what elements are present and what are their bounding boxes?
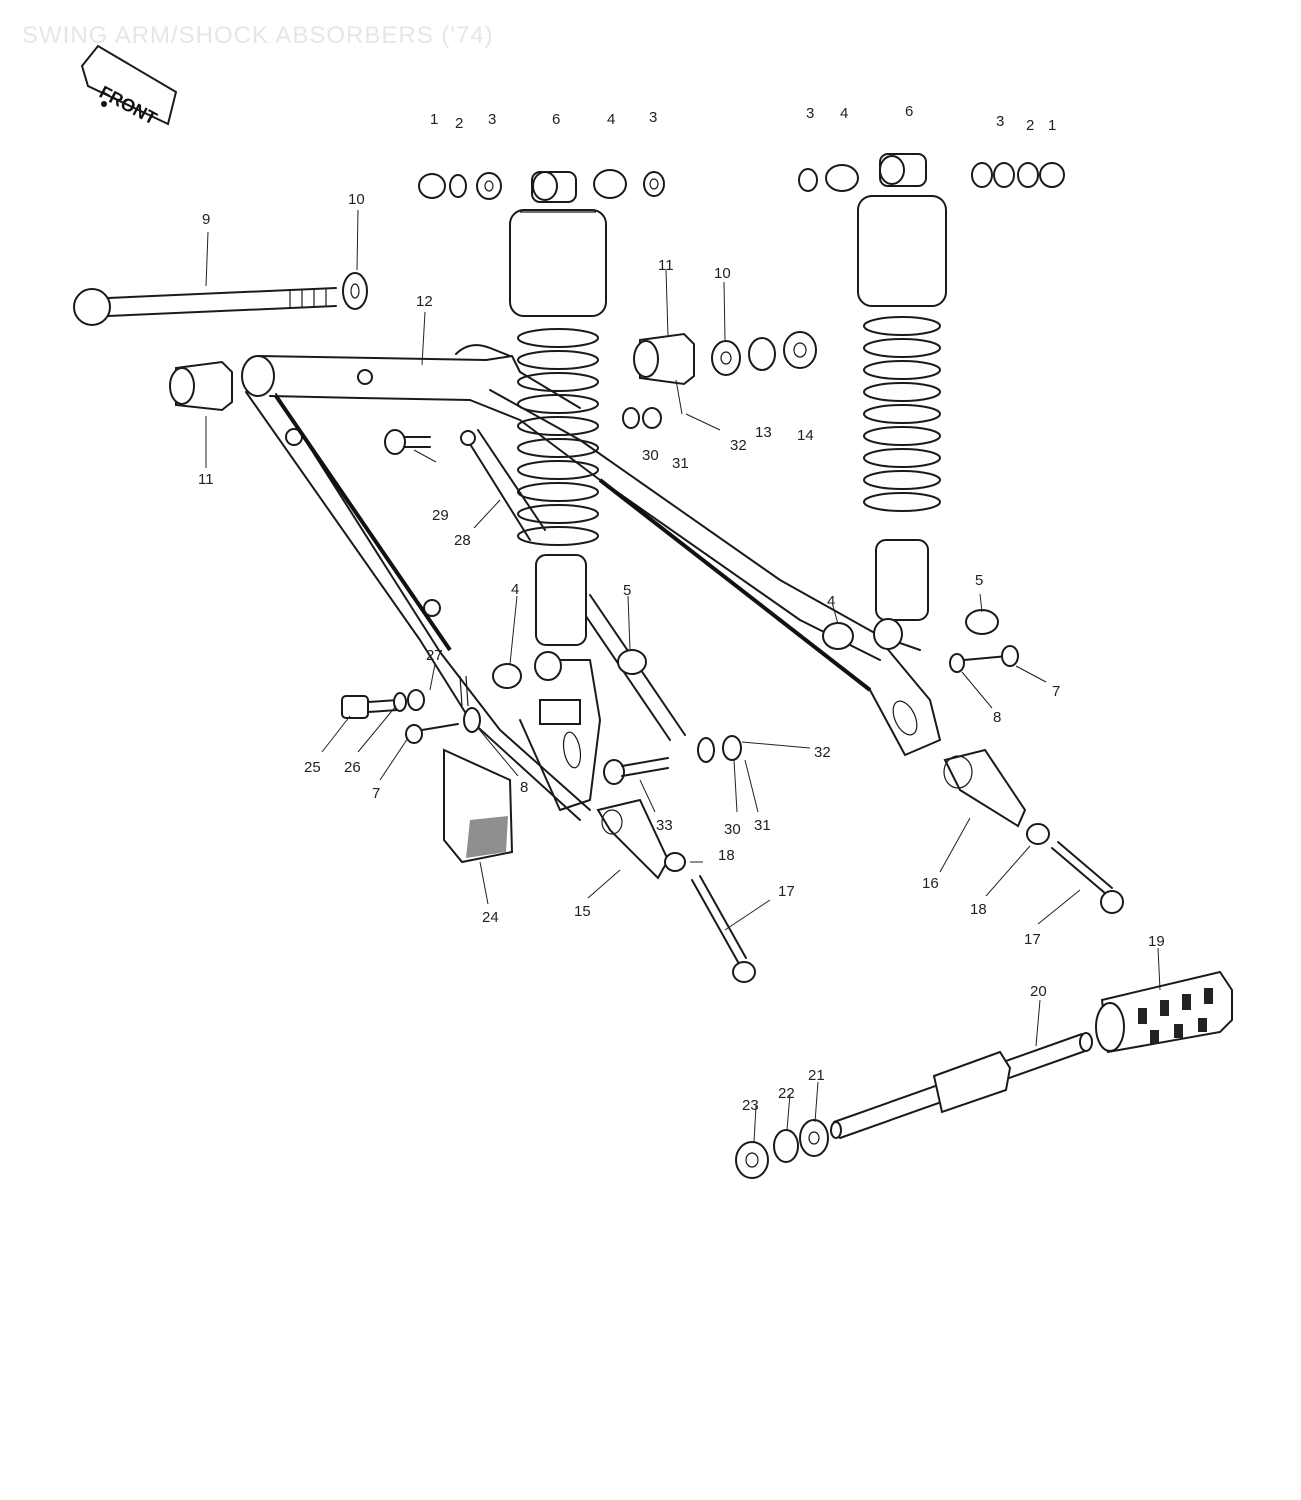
callout-21: 21 (808, 1067, 825, 1084)
callout-3: 3 (649, 109, 657, 126)
chain-adjuster-right (943, 748, 1027, 828)
callout-7: 7 (1052, 683, 1060, 700)
callout-31: 31 (754, 817, 771, 834)
callout-28: 28 (454, 532, 471, 549)
callout-18: 18 (718, 847, 735, 864)
callout-4: 4 (827, 593, 835, 610)
callout-12: 12 (416, 293, 433, 310)
callout-8: 8 (520, 779, 528, 796)
callout-3: 3 (806, 105, 814, 122)
callout-2: 2 (1026, 117, 1034, 134)
leader-lines (205, 209, 1161, 1143)
callout-15: 15 (574, 903, 591, 920)
axle-sleeve (1095, 970, 1233, 1054)
callout-3: 3 (996, 113, 1004, 130)
brake-stay-bolts (341, 675, 581, 744)
callout-5: 5 (623, 582, 631, 599)
callout-31: 31 (672, 455, 689, 472)
bushing-11-left (169, 360, 233, 412)
callout-25: 25 (304, 759, 321, 776)
washer-30-31-top (622, 407, 662, 429)
callout-9: 9 (202, 211, 210, 228)
chain-adjuster-left (596, 798, 670, 880)
callout-19: 19 (1148, 933, 1165, 950)
callout-18: 18 (970, 901, 987, 918)
washer-nut-set-right (711, 331, 817, 376)
callout-4: 4 (511, 581, 519, 598)
callout-2: 2 (455, 115, 463, 132)
shock-absorber-left (509, 171, 607, 681)
washer-10-left (342, 272, 368, 310)
callout-20: 20 (1030, 983, 1047, 1000)
callout-17: 17 (1024, 931, 1041, 948)
axle-washer-nut-set (735, 1119, 829, 1179)
callout-10: 10 (348, 191, 365, 208)
bolt-33-set (603, 735, 742, 785)
callout-labels: 1 2 3 6 4 3 3 4 6 3 2 1 9 10 12 11 10 13… (198, 103, 1165, 1114)
diagram-title: SWING ARM/SHOCK ABSORBERS ('74) (22, 22, 494, 49)
callout-17: 17 (778, 883, 795, 900)
callout-11: 11 (658, 257, 674, 274)
callout-32: 32 (730, 437, 747, 454)
callout-6: 6 (552, 111, 560, 128)
callout-14: 14 (797, 427, 814, 444)
callout-4: 4 (840, 105, 848, 122)
callout-5: 5 (975, 572, 983, 589)
adjuster-bolt-left (664, 852, 756, 983)
swing-arm (241, 344, 941, 821)
callout-1: 1 (1048, 117, 1056, 134)
top-hardware-left (418, 169, 665, 200)
callout-33: 33 (656, 817, 673, 834)
callout-11: 11 (198, 471, 214, 488)
callout-16: 16 (922, 875, 939, 892)
callout-23: 23 (742, 1097, 759, 1114)
adjuster-bolt-right (1026, 823, 1124, 914)
callout-4: 4 (607, 111, 615, 128)
bushing-11-right (633, 332, 695, 415)
top-hardware-right (798, 162, 1065, 192)
callout-22: 22 (778, 1085, 795, 1102)
chain-guard (443, 748, 514, 864)
callout-30: 30 (724, 821, 741, 838)
rear-axle (830, 1032, 1093, 1139)
callout-26: 26 (344, 759, 361, 776)
shock-absorber-right (857, 153, 947, 650)
callout-8: 8 (993, 709, 1001, 726)
callout-7: 7 (372, 785, 380, 802)
callout-6: 6 (905, 103, 913, 120)
callout-27: 27 (426, 647, 443, 664)
callout-13: 13 (755, 424, 772, 441)
pivot-bolt (73, 287, 337, 326)
front-arrow-badge: FRONT (80, 44, 178, 129)
callout-1: 1 (430, 111, 438, 128)
callout-32: 32 (814, 744, 831, 761)
bolt-29 (384, 429, 431, 455)
callout-10: 10 (714, 265, 731, 282)
callout-24: 24 (482, 909, 499, 926)
callout-3: 3 (488, 111, 496, 128)
callout-29: 29 (432, 507, 449, 524)
callout-30: 30 (642, 447, 659, 464)
